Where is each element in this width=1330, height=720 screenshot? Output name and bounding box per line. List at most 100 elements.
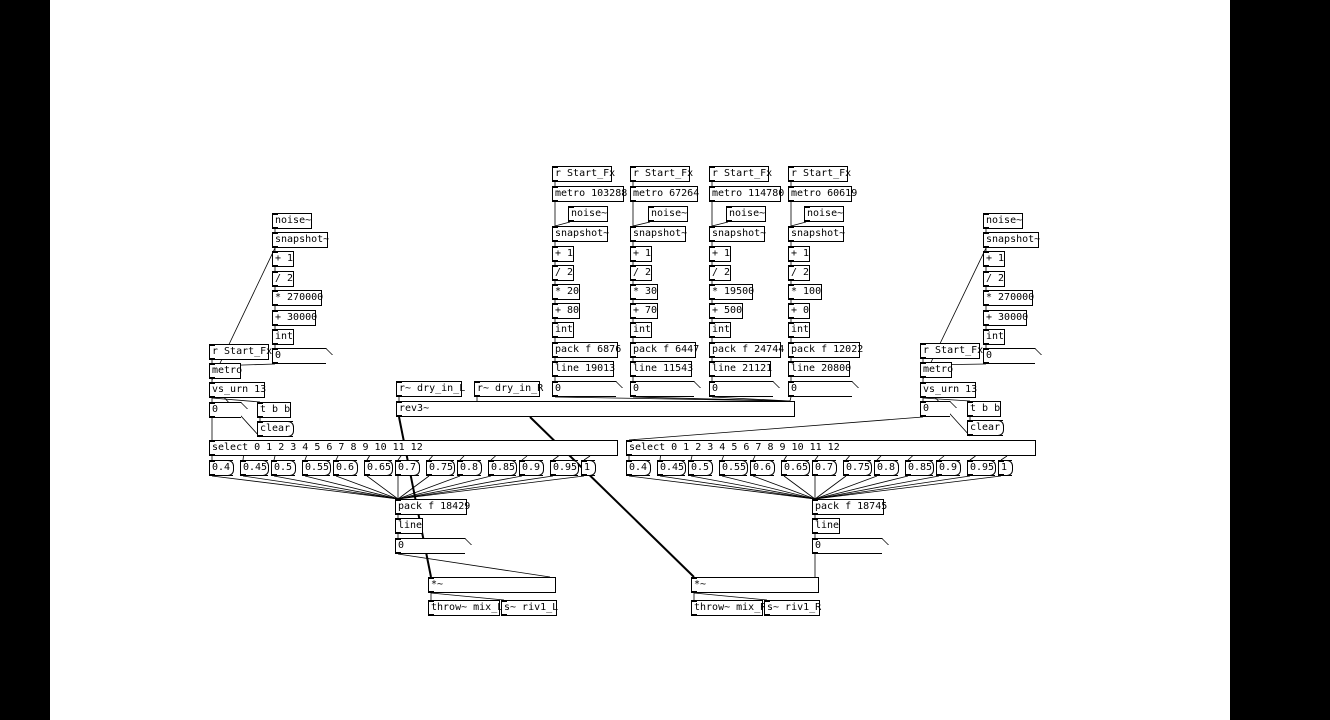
inlet[interactable]: [396, 381, 402, 383]
inlet[interactable]: [364, 460, 370, 462]
outlet[interactable]: [788, 336, 794, 338]
outlet[interactable]: [983, 227, 989, 229]
inlet[interactable]: [630, 226, 636, 228]
add-1-col3[interactable]: + 1: [709, 246, 731, 262]
inlet[interactable]: [788, 322, 794, 324]
message-right-7[interactable]: 0.75: [843, 460, 872, 476]
outlet[interactable]: [630, 375, 636, 377]
outlet[interactable]: [688, 474, 694, 476]
outlet[interactable]: [581, 474, 587, 476]
inlet[interactable]: [626, 440, 632, 442]
number-level-right[interactable]: 0: [812, 538, 882, 554]
inlet[interactable]: [271, 460, 277, 462]
outlet[interactable]: [209, 454, 215, 456]
receive-dry-in-right[interactable]: r~ dry_in_R: [474, 381, 543, 397]
inlet[interactable]: [396, 401, 402, 403]
inlet[interactable]: [709, 265, 715, 267]
receive-start-fx-4[interactable]: r Start_Fx: [788, 166, 851, 182]
inlet[interactable]: [788, 265, 794, 267]
outlet[interactable]: [272, 265, 278, 267]
inlet[interactable]: [272, 232, 278, 234]
outlet[interactable]: [272, 246, 278, 248]
outlet[interactable]: [788, 260, 794, 262]
throw-mix-left[interactable]: throw~ mix_L: [428, 600, 503, 616]
number-col3[interactable]: 0: [709, 381, 773, 397]
multiply-left[interactable]: * 270000: [272, 290, 323, 306]
add-1-right[interactable]: + 1: [983, 251, 1005, 267]
outlet[interactable]: [843, 474, 849, 476]
receive-start-fx-right[interactable]: r Start_Fx: [920, 343, 983, 359]
outlet[interactable]: [788, 395, 794, 397]
outlet[interactable]: [788, 375, 794, 377]
clear-message-right[interactable]: clear: [967, 420, 1004, 436]
inlet[interactable]: [726, 206, 732, 208]
outlet[interactable]: [396, 395, 402, 397]
message-left-6[interactable]: 0.7: [395, 460, 420, 476]
outlet[interactable]: [302, 474, 308, 476]
inlet[interactable]: [788, 361, 794, 363]
outlet[interactable]: [395, 513, 401, 515]
inlet[interactable]: [552, 166, 558, 168]
message-right-0[interactable]: 0.4: [626, 460, 651, 476]
snapshot-left[interactable]: snapshot~: [272, 232, 329, 248]
inlet[interactable]: [272, 348, 278, 350]
outlet[interactable]: [209, 358, 215, 360]
outlet[interactable]: [364, 474, 370, 476]
inlet[interactable]: [788, 284, 794, 286]
outlet[interactable]: [788, 279, 794, 281]
outlet[interactable]: [630, 395, 636, 397]
inlet[interactable]: [967, 460, 973, 462]
inlet[interactable]: [920, 401, 926, 403]
inlet[interactable]: [812, 518, 818, 520]
outlet[interactable]: [788, 180, 794, 182]
pack-col3[interactable]: pack f 24744: [709, 342, 784, 358]
inlet[interactable]: [552, 265, 558, 267]
add-1-left[interactable]: + 1: [272, 251, 294, 267]
int-col3[interactable]: int: [709, 322, 731, 338]
outlet[interactable]: [920, 396, 926, 398]
inlet[interactable]: [209, 382, 215, 384]
outlet[interactable]: [874, 474, 880, 476]
inlet[interactable]: [998, 460, 1004, 462]
divide-2-col1[interactable]: / 2: [552, 265, 574, 281]
inlet[interactable]: [552, 186, 558, 188]
patch-canvas[interactable]: r Start_Fx metro 103288 noise~ snapshot~…: [50, 0, 1230, 720]
inlet[interactable]: [691, 600, 697, 602]
outlet[interactable]: [812, 474, 818, 476]
inlet[interactable]: [630, 284, 636, 286]
send-riv1-left[interactable]: s~ riv1_L: [501, 600, 558, 616]
inlet[interactable]: [630, 342, 636, 344]
outlet[interactable]: [474, 395, 480, 397]
inlet[interactable]: [209, 402, 215, 404]
multiply-signal-right[interactable]: *~: [691, 577, 819, 593]
inlet[interactable]: [552, 303, 558, 305]
message-right-8[interactable]: 0.8: [874, 460, 899, 476]
outlet[interactable]: [709, 317, 715, 319]
metro-left[interactable]: metro: [209, 363, 242, 379]
int-right[interactable]: int: [983, 329, 1005, 345]
line-level-left[interactable]: line: [395, 518, 423, 534]
inlet[interactable]: [474, 381, 480, 383]
inlet[interactable]: [983, 310, 989, 312]
divide-2-col4[interactable]: / 2: [788, 265, 810, 281]
outlet[interactable]: [630, 180, 636, 182]
inlet[interactable]: [272, 213, 278, 215]
outlet[interactable]: [983, 362, 989, 364]
inlet[interactable]: [272, 271, 278, 273]
outlet[interactable]: [271, 474, 277, 476]
outlet[interactable]: [396, 415, 402, 417]
outlet[interactable]: [552, 317, 558, 319]
metro-3[interactable]: metro 114780: [709, 186, 784, 202]
int-col1[interactable]: int: [552, 322, 574, 338]
outlet[interactable]: [395, 532, 401, 534]
inlet[interactable]: [552, 361, 558, 363]
outlet[interactable]: [333, 474, 339, 476]
inlet[interactable]: [983, 290, 989, 292]
inlet[interactable]: [812, 460, 818, 462]
multiply-col1[interactable]: * 20: [552, 284, 580, 300]
outlet[interactable]: [750, 474, 756, 476]
inlet[interactable]: [648, 206, 654, 208]
number-urn-left[interactable]: 0: [209, 402, 241, 418]
outlet[interactable]: [920, 357, 926, 359]
inlet[interactable]: [552, 342, 558, 344]
